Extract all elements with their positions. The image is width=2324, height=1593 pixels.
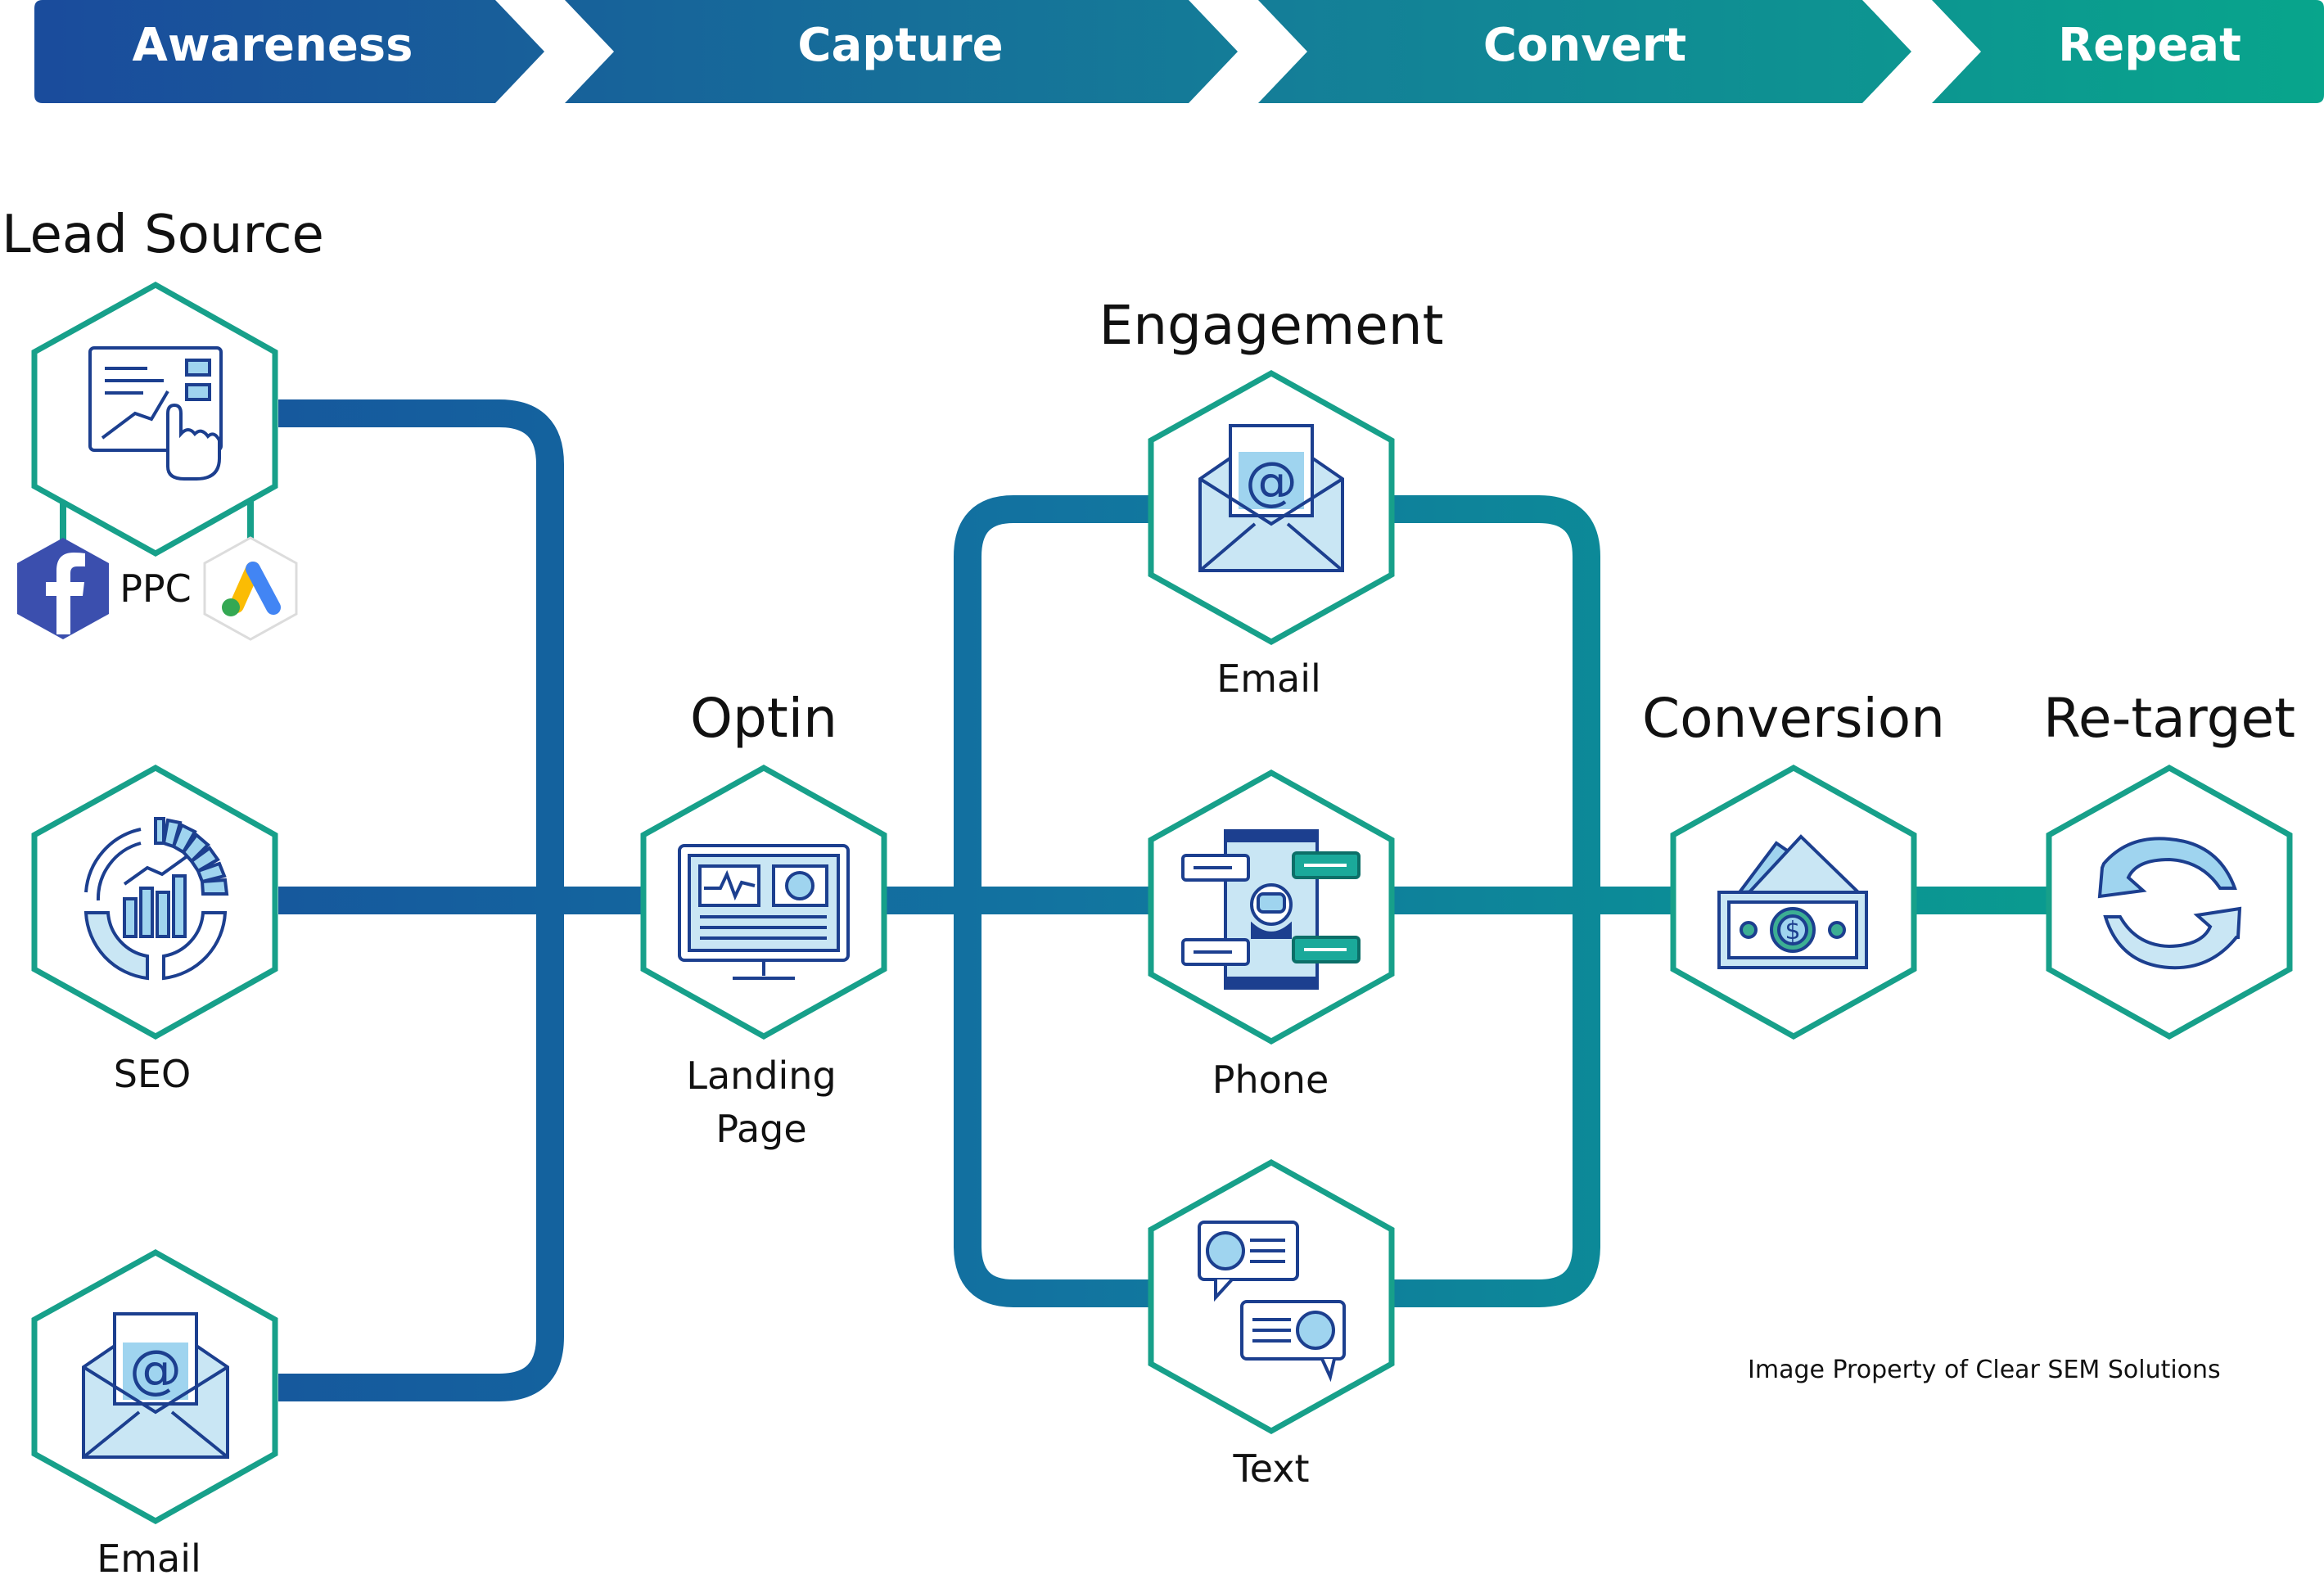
engagement-heading: Engagement [1099,294,1444,357]
stage-convert-chevron [1258,0,1911,103]
eng-text-label: Text [1232,1446,1309,1491]
retarget-hexagon [2046,764,2293,1040]
lead-email-icon: @ [82,1312,229,1459]
lead-email-label: Email [97,1537,201,1581]
landing-page-monitor-icon [678,844,850,980]
eng-email-label: Email [1216,657,1321,701]
landing-label-line2: Page [715,1107,806,1151]
stage-repeat-label: Repeat [2058,19,2241,72]
money-icon: $ [1717,834,1868,969]
text-message-icon [1198,1221,1346,1383]
google-ads-logo [203,536,298,641]
stage-capture-label: Capture [797,19,1003,72]
engagement-loop [954,495,1600,1307]
seo-hexagon [31,764,278,1040]
lead-source-heading: Lead Source [2,205,324,265]
landing-label-line1: Landing [686,1054,836,1098]
ppc-dashboard-icon [88,346,223,481]
eng-text-hexagon [1148,1158,1395,1435]
stage-convert-label: Convert [1483,19,1686,72]
conversion-heading: Conversion [1642,687,1945,750]
ppc-stub-connectors [60,499,254,540]
ppc-label: PPC [120,566,192,611]
eng-email-icon: @ [1198,424,1344,572]
seo-chart-icon [83,817,229,981]
retarget-heading: Re-target [2043,687,2295,750]
credit-text: Image Property of Clear SEM Solutions [1748,1356,2221,1384]
seo-label: SEO [114,1052,191,1096]
stage-repeat-chevron [1932,0,2324,103]
svg-text:@: @ [129,1340,182,1401]
stage-awareness-chevron [34,0,544,103]
stage-awareness-label: Awareness [133,19,413,72]
svg-text:$: $ [1785,917,1800,945]
svg-text:@: @ [1245,452,1297,512]
headings: Lead Source Optin Engagement Conversion … [2,205,2295,750]
refresh-arrows-icon [2097,837,2242,970]
eng-phone-label: Phone [1212,1058,1329,1102]
phone-chatbot-icon [1181,829,1361,990]
node-labels: PPC SEO Email Landing Page Email Phone T… [97,566,1329,1581]
stage-banner: Awareness Capture Convert Repeat [34,0,2324,103]
facebook-logo [17,538,109,639]
stage-capture-chevron [565,0,1238,103]
optin-heading: Optin [690,687,837,750]
